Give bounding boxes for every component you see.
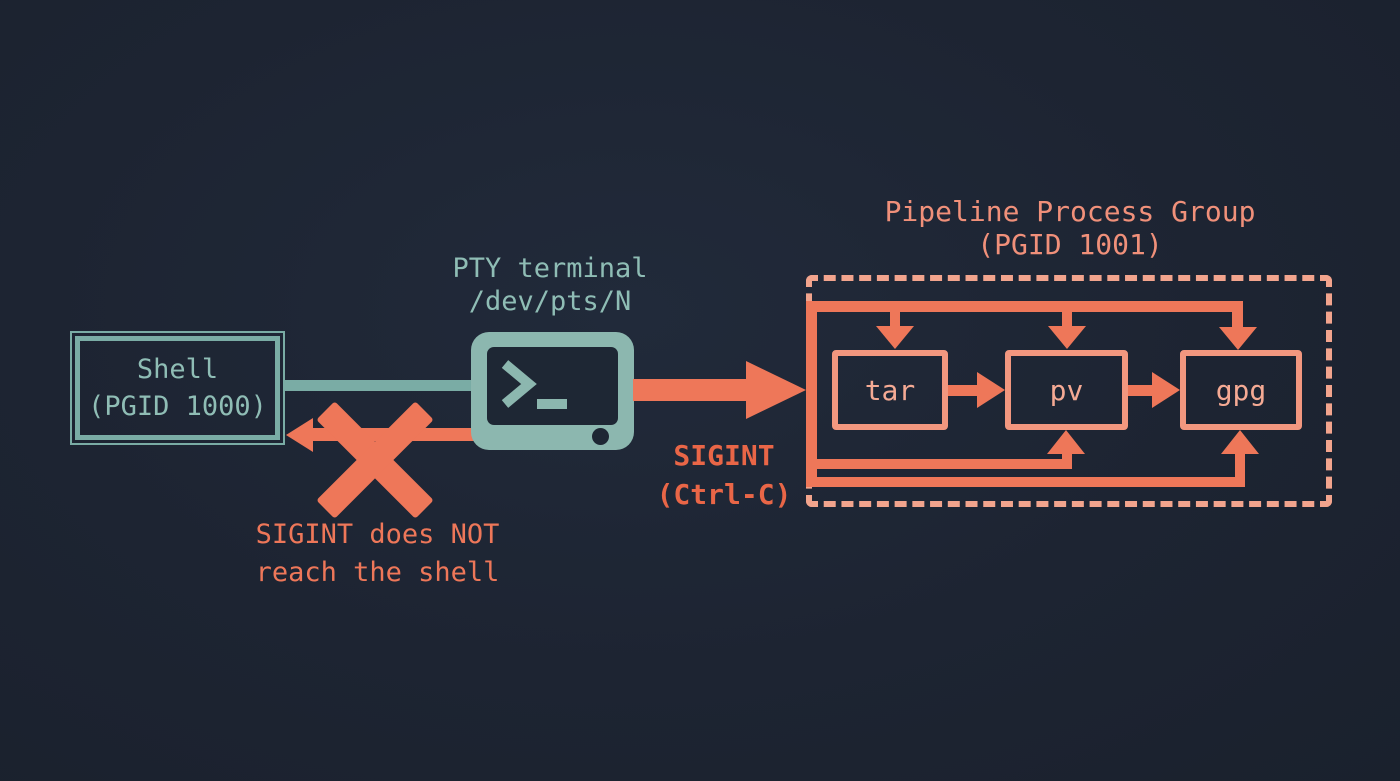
feedback-stub-gpg <box>1235 453 1245 479</box>
tar-signal-arrowhead-icon <box>876 326 914 349</box>
blocked-sigint-arrowhead-icon <box>286 418 313 452</box>
feedback-line-gpg <box>806 477 1245 487</box>
terminal-prompt-icon <box>501 360 567 409</box>
tar-signal-stub <box>890 311 900 327</box>
feedback-stub-pv <box>1062 452 1072 462</box>
pipeline-group-title-line1: Pipeline Process Group <box>884 195 1256 228</box>
sigint-arrowhead-icon <box>746 361 806 419</box>
pty-terminal-label: PTY terminal /dev/pts/N <box>430 252 670 318</box>
signal-distribution-left-line <box>806 301 817 487</box>
sigint-arrow-shaft <box>633 379 753 401</box>
pty-terminal-icon <box>471 332 634 450</box>
gpg-signal-arrowhead-icon <box>1219 327 1257 350</box>
feedback-line-pv <box>806 459 1072 469</box>
terminal-screen <box>487 347 618 425</box>
shell-terminal-connector-line <box>283 380 473 391</box>
pipeline-group-title-line2: (PGID 1001) <box>977 228 1163 261</box>
pty-terminal-label-line2: /dev/pts/N <box>468 286 632 317</box>
shell-pgid-label: (PGID 1000) <box>88 391 267 422</box>
process-box-gpg: gpg <box>1180 350 1302 430</box>
shell-box: Shell (PGID 1000) <box>70 331 285 445</box>
pipe-arrow-pv-gpg-shaft <box>1128 385 1155 396</box>
sigint-label-line1: SIGINT <box>673 439 775 472</box>
pipe-arrow-pv-gpg-head-icon <box>1152 372 1180 408</box>
process-box-tar: tar <box>832 350 948 430</box>
feedback-arrowhead-gpg-icon <box>1221 430 1259 454</box>
pv-signal-arrowhead-icon <box>1048 326 1086 349</box>
pipe-arrow-tar-pv-shaft <box>948 385 980 396</box>
signal-distribution-top-line <box>806 301 1243 312</box>
process-label-pv: pv <box>1049 373 1084 407</box>
process-label-gpg: gpg <box>1215 373 1267 407</box>
pipe-arrow-tar-pv-head-icon <box>977 372 1005 408</box>
blocked-note: SIGINT does NOT reach the shell <box>230 516 525 592</box>
shell-label: Shell <box>136 354 219 385</box>
sigint-label-line2: (Ctrl-C) <box>656 478 792 511</box>
process-box-pv: pv <box>1005 350 1128 430</box>
terminal-indicator-dot-icon <box>592 428 609 445</box>
pv-signal-stub <box>1062 311 1072 327</box>
pipeline-group-title: Pipeline Process Group (PGID 1001) <box>850 195 1290 261</box>
feedback-arrowhead-pv-icon <box>1047 430 1085 454</box>
shell-box-inner: Shell (PGID 1000) <box>75 336 280 440</box>
blocked-note-line1: SIGINT does NOT <box>255 519 500 550</box>
blocked-note-line2: reach the shell <box>255 557 500 588</box>
process-label-tar: tar <box>864 373 916 407</box>
pty-terminal-label-line1: PTY terminal <box>452 253 648 284</box>
gpg-signal-stub <box>1232 301 1243 328</box>
sigint-label: SIGINT (Ctrl-C) <box>624 436 824 514</box>
